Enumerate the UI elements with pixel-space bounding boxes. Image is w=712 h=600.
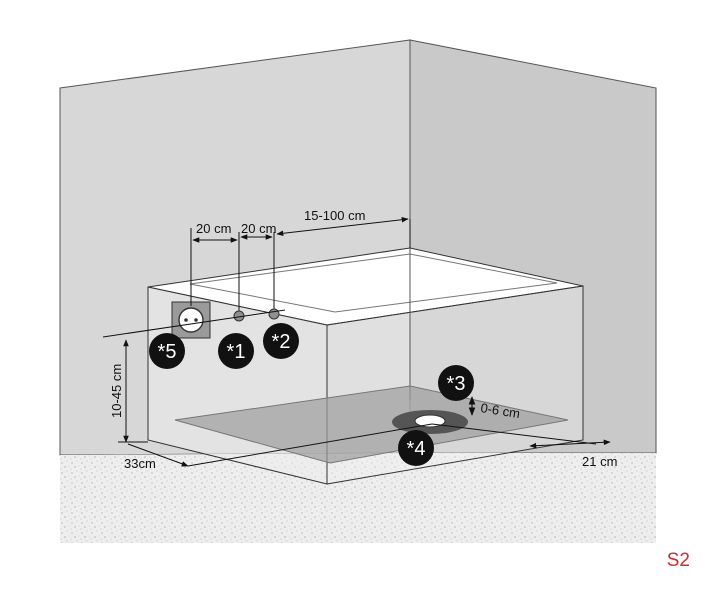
power-socket-pin-left (184, 318, 188, 322)
dim-21-arrow (529, 439, 611, 449)
floor (60, 453, 656, 543)
dim-15-100-line (276, 216, 409, 237)
badge-2 (263, 323, 299, 359)
power-socket-icon (178, 307, 204, 333)
badge-1-label: *1 (227, 341, 246, 363)
badge-3 (438, 365, 474, 401)
badge-4-label: *4 (407, 438, 426, 460)
dim-20b-label: 20 cm (241, 221, 276, 236)
drain-axis-line (187, 423, 433, 467)
badge-1 (218, 333, 254, 369)
dim-21-label: 21 cm (582, 454, 617, 469)
model-code: S2 (667, 550, 690, 571)
badge-5-label: *5 (158, 341, 177, 363)
water-connection-2 (268, 308, 280, 320)
badge-4 (398, 430, 434, 466)
badge-5 (149, 333, 185, 369)
dim-15-100-label: 15-100 cm (304, 208, 365, 223)
dim-33-line (127, 443, 189, 467)
connection-height-line (102, 309, 286, 338)
dim-0-6-label: 0-6 cm (480, 400, 522, 421)
dim-10-45-label: 10-45 cm (109, 364, 124, 418)
badge-2-label: *2 (272, 331, 291, 353)
power-socket-pin-right (194, 318, 198, 322)
tub-inner-rim (189, 253, 558, 313)
drain-hole (414, 414, 446, 428)
dim-20a-label: 20 cm (196, 221, 231, 236)
badge-3-label: *3 (447, 373, 466, 395)
dim-33-label: 33cm (124, 456, 156, 471)
